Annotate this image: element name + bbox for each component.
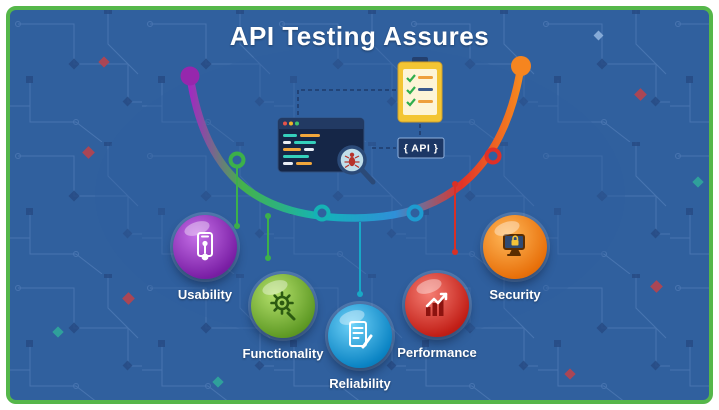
infographic-canvas: { API } API Testing Assures Usability xyxy=(6,6,713,404)
performance-badge xyxy=(405,273,469,337)
arc-end-dot-purple xyxy=(180,66,200,86)
gradient-arc xyxy=(186,62,525,222)
item-label-performance: Performance xyxy=(397,345,477,360)
document-pencil-icon xyxy=(349,321,373,349)
dashed-connector-lines xyxy=(297,89,421,149)
arc-node-blue xyxy=(406,204,424,222)
usability-badge xyxy=(173,215,237,279)
code-lines xyxy=(283,134,320,165)
center-artwork: { API } xyxy=(180,56,531,297)
secure-monitor-icon xyxy=(503,234,525,256)
growth-chart-icon xyxy=(425,292,448,316)
arc-node-green xyxy=(228,151,246,169)
check-marks xyxy=(406,74,416,107)
bug-magnifier-icon xyxy=(337,145,376,185)
security-badge xyxy=(483,215,547,279)
arc-nodes xyxy=(228,147,502,222)
arc-node-red xyxy=(484,147,502,165)
hand-tap-phone-icon xyxy=(197,232,213,261)
item-label-security: Security xyxy=(489,287,541,302)
arc-node-teal xyxy=(313,204,331,222)
checklist-clipboard xyxy=(397,57,443,123)
item-label-functionality: Functionality xyxy=(242,346,324,361)
page-title: API Testing Assures xyxy=(229,21,490,51)
bug-icon xyxy=(344,152,360,169)
api-tag: { API } xyxy=(397,137,445,159)
item-label-reliability: Reliability xyxy=(329,376,391,391)
badge-connectors xyxy=(234,168,458,297)
item-label-usability: Usability xyxy=(177,287,233,302)
arc-end-dot-orange xyxy=(511,56,531,76)
api-tag-label: { API } xyxy=(404,143,439,155)
gear-wrench-icon xyxy=(270,291,296,321)
functionality-badge xyxy=(251,274,315,338)
reliability-badge xyxy=(328,304,392,368)
